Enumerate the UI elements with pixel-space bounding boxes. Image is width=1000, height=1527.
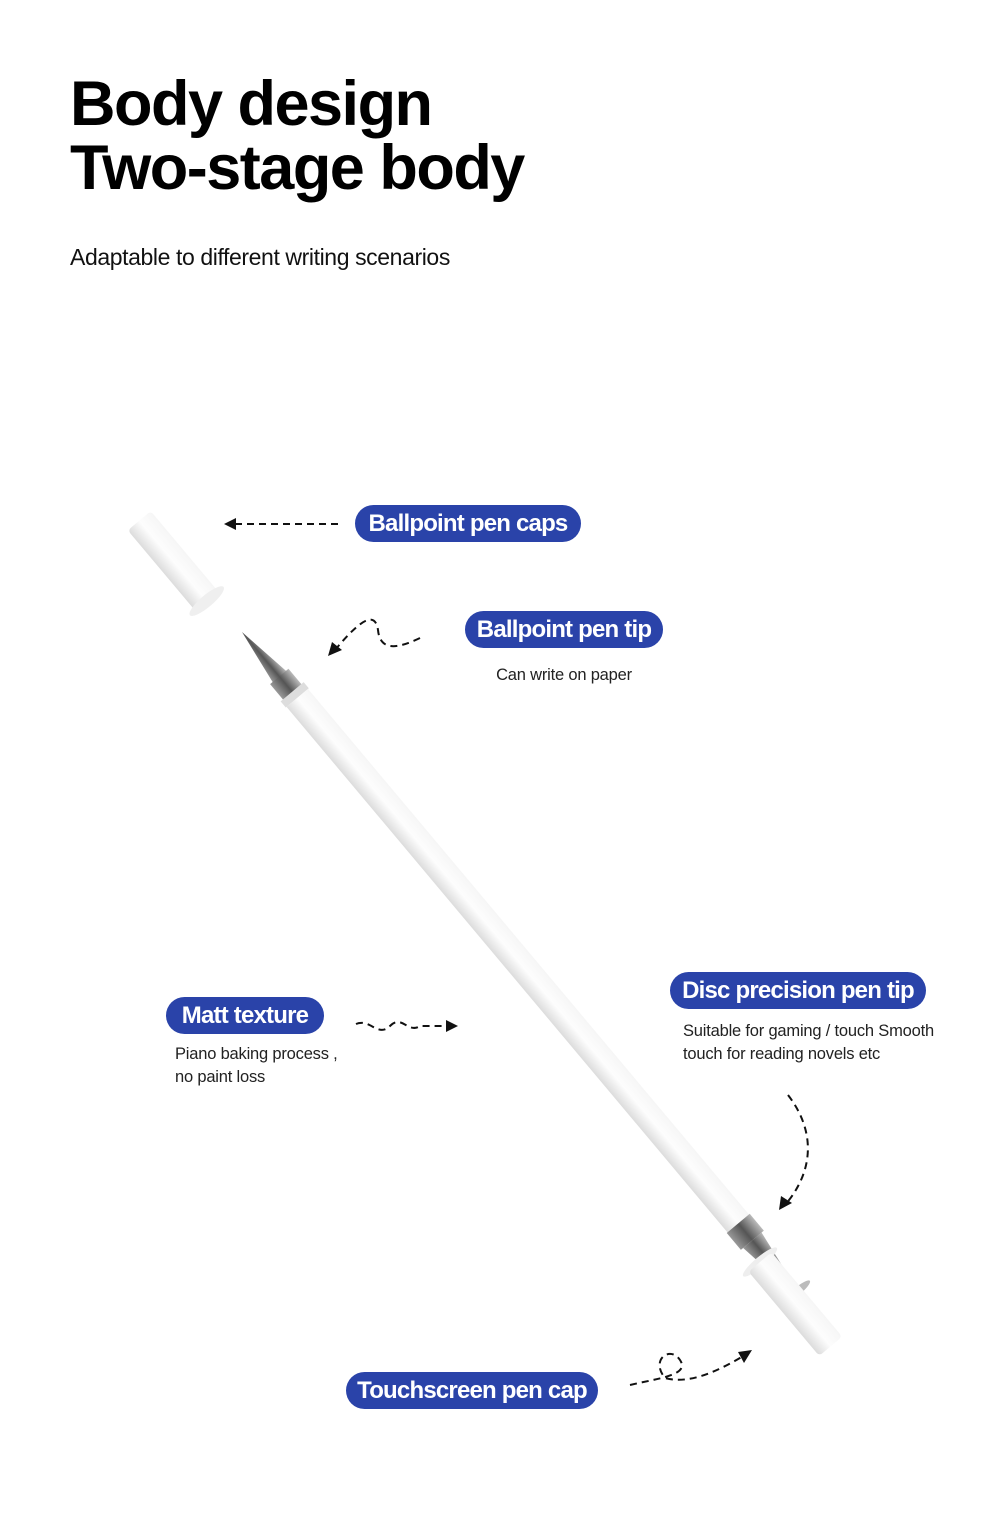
disc-tip-desc: Suitable for gaming / touch Smooth touch… bbox=[683, 1020, 934, 1066]
arrow-disc bbox=[784, 1094, 809, 1206]
matt-desc-line-1: Piano baking process , bbox=[175, 1045, 338, 1063]
disc-desc-line-1: Suitable for gaming / touch Smooth bbox=[683, 1022, 934, 1040]
arrow-touch bbox=[629, 1353, 746, 1386]
arrow-matt bbox=[355, 1021, 450, 1031]
matt-texture-desc: Piano baking process , no paint loss bbox=[175, 1043, 338, 1089]
pen-body bbox=[242, 632, 811, 1305]
touchscreen-cap bbox=[742, 1247, 841, 1355]
touchscreen-cap-label: Touchscreen pen cap bbox=[346, 1372, 598, 1409]
page-title: Body design Two-stage body bbox=[70, 69, 525, 203]
title-line-1: Body design bbox=[70, 69, 433, 139]
disc-tip-label: Disc precision pen tip bbox=[670, 972, 926, 1009]
matt-texture-label: Matt texture bbox=[166, 997, 324, 1034]
ballpoint-tip-desc: Can write on paper bbox=[496, 666, 632, 684]
disc-desc-line-2: touch for reading novels etc bbox=[683, 1045, 881, 1063]
ballpoint-cap bbox=[129, 512, 225, 616]
ballpoint-caps-label: Ballpoint pen caps bbox=[355, 505, 581, 542]
title-line-2: Two-stage body bbox=[70, 133, 525, 203]
arrow-tip bbox=[334, 618, 421, 651]
subtitle: Adaptable to different writing scenarios bbox=[70, 244, 450, 270]
ballpoint-tip-label: Ballpoint pen tip bbox=[465, 611, 663, 648]
matt-desc-line-2: no paint loss bbox=[175, 1068, 266, 1086]
